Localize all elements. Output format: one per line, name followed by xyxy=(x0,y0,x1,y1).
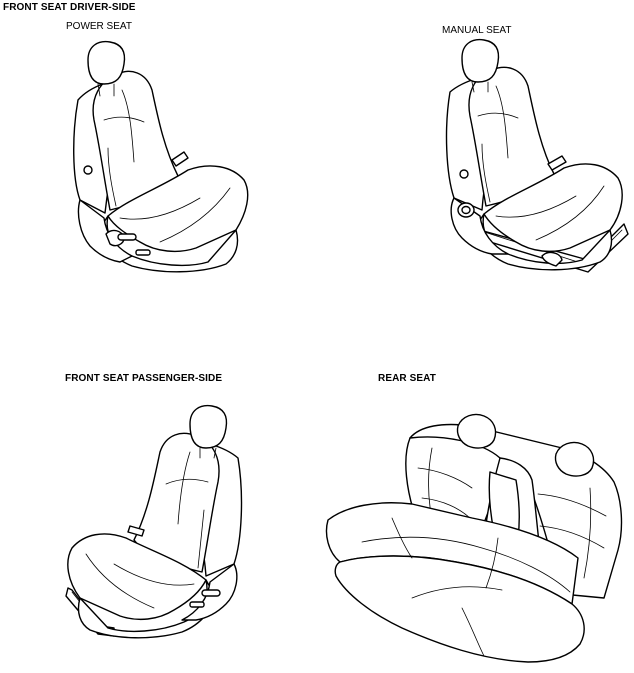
passenger-seat-illustration xyxy=(65,404,243,639)
manual-seat-illustration xyxy=(445,38,629,273)
power-seat-illustration xyxy=(73,40,249,273)
power-seat-label: POWER SEAT xyxy=(66,21,132,32)
rear-seat-heading: REAR SEAT xyxy=(378,373,436,384)
front-seat-driver-side-heading: FRONT SEAT DRIVER-SIDE xyxy=(3,2,136,13)
front-seat-passenger-side-heading: FRONT SEAT PASSENGER-SIDE xyxy=(65,373,223,384)
rear-seat-illustration xyxy=(325,413,623,663)
manual-seat-label: MANUAL SEAT xyxy=(442,25,512,36)
